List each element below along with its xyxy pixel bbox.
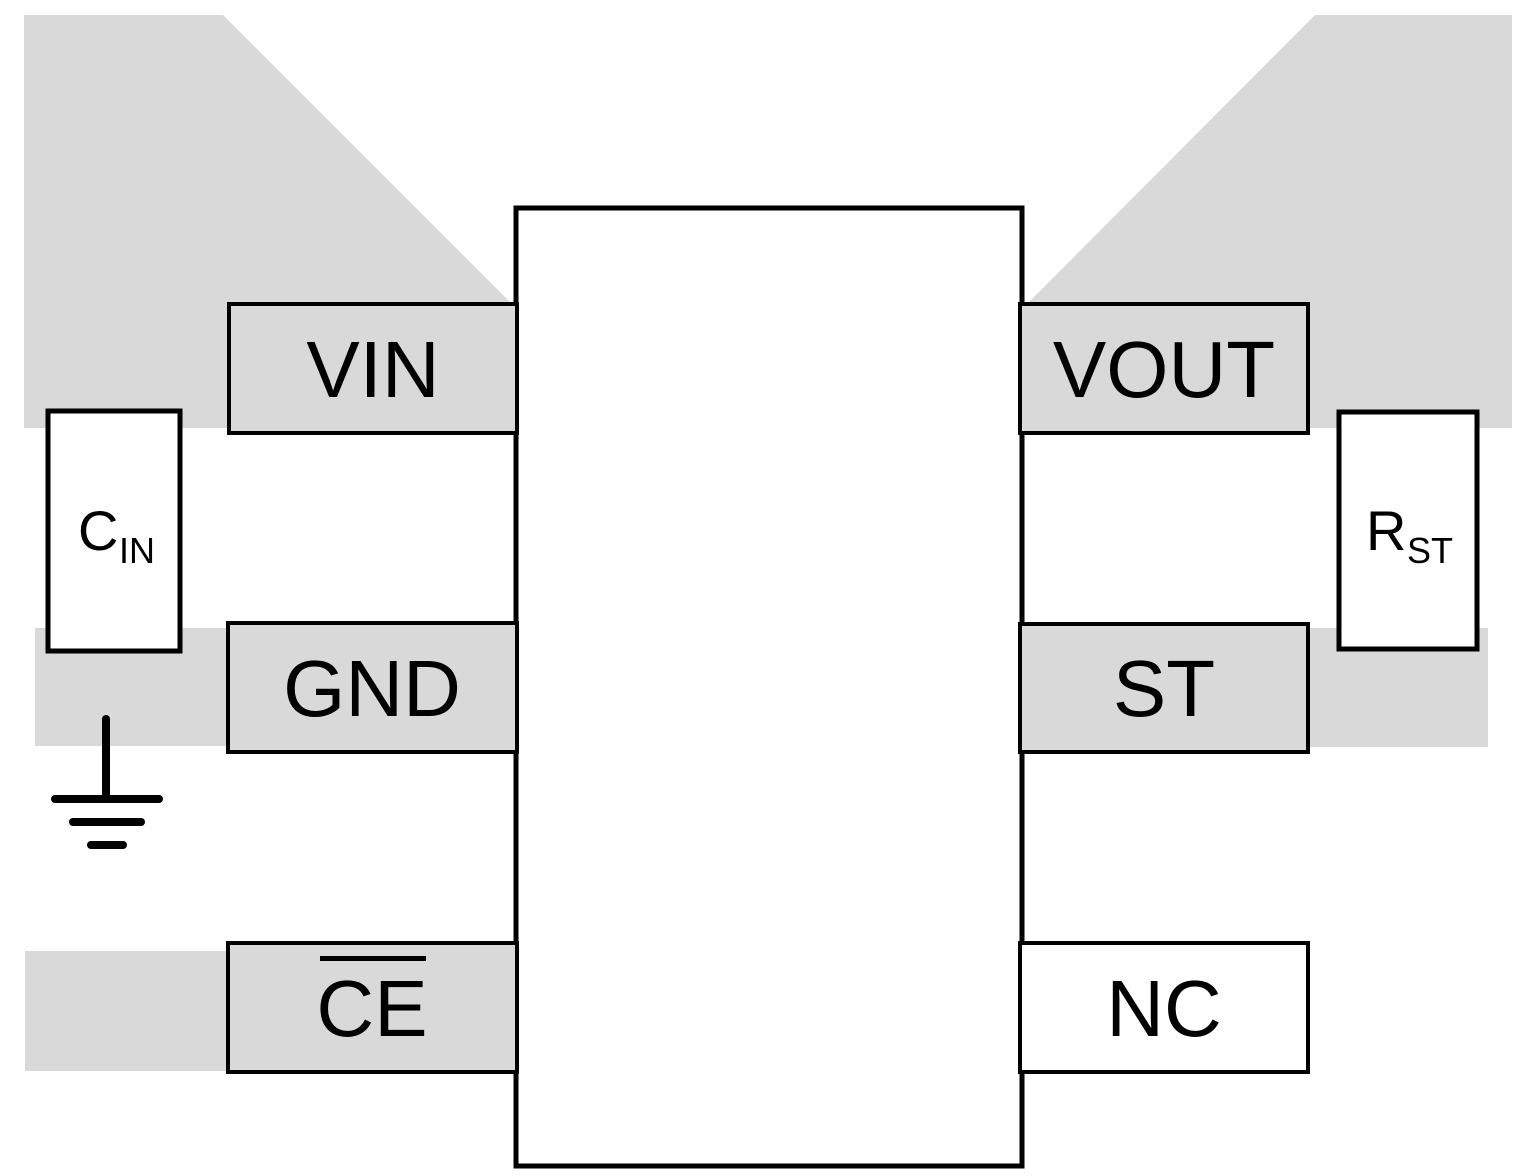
pad-gnd-label: GND [283,644,461,733]
resistor-rst-label-subscript: ST [1407,530,1453,571]
ce-overline [320,956,426,961]
pad-nc-label: NC [1106,964,1222,1053]
pad-vout [1018,302,1310,435]
pad-ce-label: CE [316,964,427,1053]
pad-st [1018,622,1310,754]
pad-nc [1018,941,1310,1074]
copper-trace-ce [25,951,245,1071]
capacitor-cin-label-subscript: IN [119,530,155,571]
ic-body [513,205,1025,1169]
ground-symbol [51,715,163,849]
pad-vout-label: VOUT [1053,325,1275,414]
capacitor-cin [45,408,183,654]
pad-vin-label: VIN [306,325,439,414]
pad-st-label: ST [1113,644,1215,733]
resistor-rst-label: R [1366,499,1406,562]
resistor-rst [1336,409,1480,652]
pad-gnd [226,621,519,754]
capacitor-cin-label: C [78,499,118,562]
pad-vin [227,302,519,435]
pad-ce [226,941,519,1074]
